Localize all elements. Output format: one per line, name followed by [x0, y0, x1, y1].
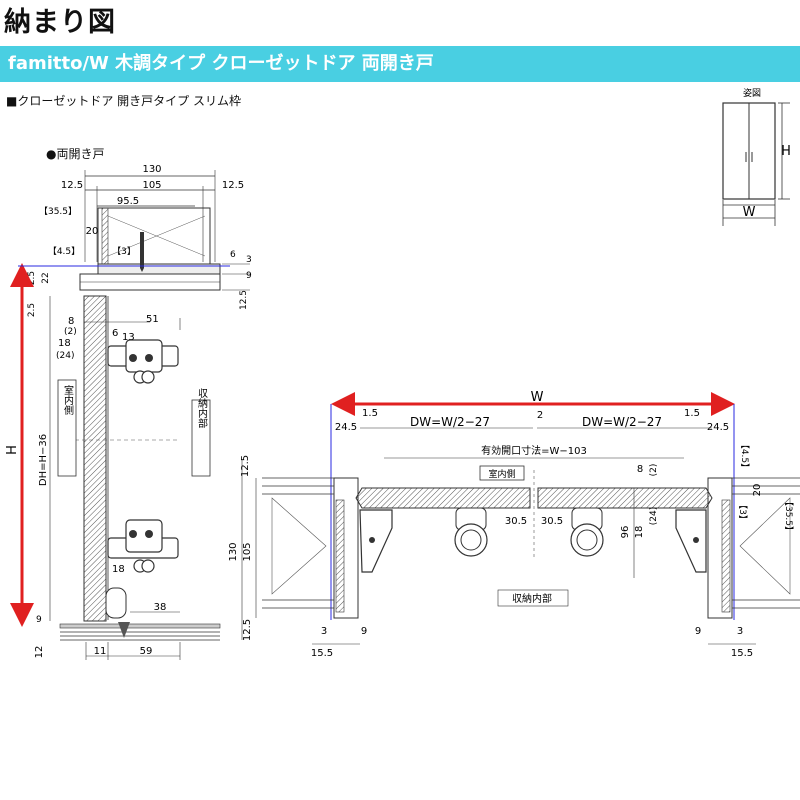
svg-text:【3】: 【3】: [737, 500, 748, 524]
svg-text:18: 18: [634, 526, 645, 539]
left-dw-label: DW=W/2−27: [410, 415, 490, 429]
svg-text:1.5: 1.5: [362, 408, 378, 419]
svg-text:8: 8: [68, 316, 74, 327]
svg-text:9: 9: [36, 615, 42, 625]
svg-text:9: 9: [695, 626, 701, 637]
svg-text:3: 3: [246, 255, 252, 265]
svg-text:95.5: 95.5: [117, 196, 139, 207]
svg-text:(24): (24): [56, 351, 74, 361]
svg-text:12.5: 12.5: [240, 455, 251, 477]
vs-height-label: H: [5, 445, 20, 455]
svg-text:20: 20: [86, 226, 99, 237]
svg-text:8: 8: [637, 464, 643, 475]
svg-text:(2): (2): [64, 327, 77, 337]
vs-storage-label: 収納内部: [196, 388, 208, 429]
svg-text:2.5: 2.5: [27, 303, 37, 317]
svg-text:22: 22: [41, 272, 51, 283]
svg-text:59: 59: [140, 646, 153, 657]
opening-dimension: 有効開口寸法=W−103: [481, 444, 587, 457]
svg-text:(24): (24): [649, 507, 659, 525]
svg-text:12.5: 12.5: [222, 180, 244, 191]
svg-text:96: 96: [620, 526, 631, 539]
svg-text:【35.5】: 【35.5】: [783, 497, 794, 535]
svg-text:9: 9: [361, 626, 367, 637]
svg-text:9: 9: [246, 271, 252, 281]
plan-width-label: W: [531, 390, 544, 405]
svg-text:6: 6: [112, 328, 118, 339]
svg-text:20: 20: [752, 484, 763, 497]
svg-text:1.5: 1.5: [684, 408, 700, 419]
upper-hinge: [107, 339, 179, 384]
svg-text:105: 105: [242, 542, 253, 561]
left-door-leaf: [355, 487, 531, 509]
svg-text:13: 13: [122, 332, 135, 343]
svg-text:15.5: 15.5: [311, 648, 333, 659]
svg-text:38: 38: [154, 602, 167, 613]
svg-text:12: 12: [34, 646, 45, 659]
svg-text:6: 6: [230, 250, 236, 260]
sub-label: ●両開き戸: [46, 147, 105, 161]
svg-text:105: 105: [142, 180, 161, 191]
elevation-title: 姿図: [743, 87, 761, 99]
page-title: 納まり図: [4, 7, 116, 38]
svg-text:130: 130: [142, 164, 161, 175]
svg-text:【4.5】: 【4.5】: [739, 440, 750, 472]
svg-text:24.5: 24.5: [335, 422, 357, 433]
svg-text:130: 130: [228, 542, 239, 561]
svg-text:2: 2: [537, 410, 543, 421]
plan-right-hinge: [675, 509, 707, 573]
svg-text:24.5: 24.5: [707, 422, 729, 433]
section-label: ■クローゼットドア 開き戸タイプ スリム枠: [6, 94, 241, 108]
vertical-section-view: 130 12.5 105 12.5 95.5 【35.5】 20 【4.5】 【…: [5, 164, 252, 660]
elevation-height-label: H: [781, 144, 791, 159]
svg-text:11: 11: [94, 646, 107, 657]
svg-text:30.5: 30.5: [505, 516, 527, 527]
plan-section-view: W DW=W/2−27 DW=W/2−27 2 有効開口寸法=W−103 室内側: [228, 390, 800, 659]
svg-text:【35.5】: 【35.5】: [39, 206, 77, 217]
vs-dh-label: DH=H−36: [38, 434, 49, 486]
right-dw-label: DW=W/2−27: [582, 415, 662, 429]
svg-text:51: 51: [146, 314, 159, 325]
svg-text:12.5: 12.5: [61, 180, 83, 191]
svg-text:(2): (2): [649, 464, 659, 477]
elevation-view: 姿図 H W: [722, 87, 791, 226]
svg-text:15.5: 15.5: [731, 648, 753, 659]
product-banner: famitto/W 木調タイプ クローゼットドア 両開き戸: [0, 46, 800, 82]
svg-text:3: 3: [737, 626, 743, 637]
door-panel-section: [83, 295, 107, 622]
svg-text:3: 3: [321, 626, 327, 637]
svg-text:【3】: 【3】: [112, 246, 136, 257]
left-knob: [454, 507, 488, 557]
plan-room-side-label: 室内側: [488, 468, 515, 480]
svg-text:2.5: 2.5: [27, 271, 37, 285]
svg-text:12.5: 12.5: [242, 619, 253, 641]
right-knob: [570, 507, 604, 557]
vs-room-side-label: 室内側: [62, 384, 74, 415]
plan-left-hinge: [359, 509, 393, 573]
svg-text:18: 18: [112, 564, 125, 575]
svg-text:12.5: 12.5: [239, 290, 249, 310]
plan-storage-label: 収納内部: [512, 592, 552, 605]
svg-text:30.5: 30.5: [541, 516, 563, 527]
svg-text:18: 18: [58, 338, 71, 349]
right-door-leaf: [537, 487, 713, 509]
elevation-width-label: W: [743, 205, 756, 220]
lower-hinge: [107, 519, 179, 573]
svg-text:【4.5】: 【4.5】: [48, 246, 80, 257]
